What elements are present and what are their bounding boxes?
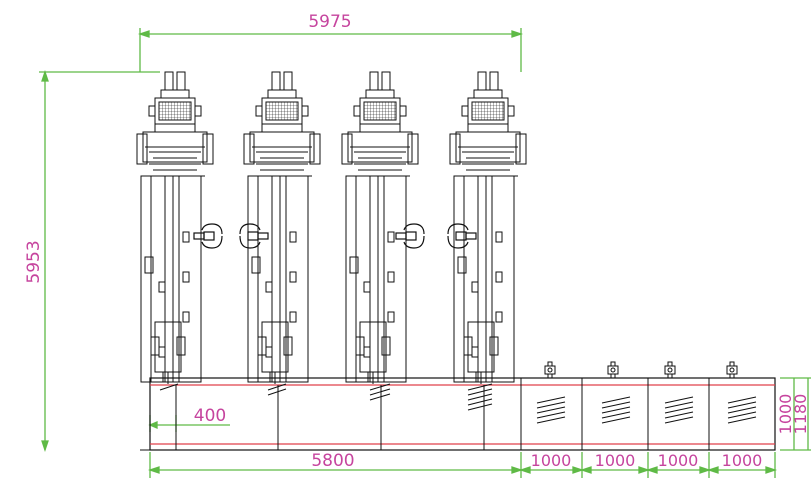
dim-right-outer: 1180: [791, 394, 810, 435]
foundation-base: [140, 377, 776, 451]
dim-bottom-2: 1000: [595, 451, 636, 470]
dim-bottom-1: 1000: [531, 451, 572, 470]
dimension-labels: 5975 5953 400 5800 1000 1000 1000 1000 1…: [24, 12, 810, 471]
dim-top-width: 5975: [308, 12, 351, 32]
column-machine-2: [243, 71, 321, 385]
gripper-3: [395, 223, 425, 249]
dim-bottom-3: 1000: [658, 451, 699, 470]
dim-left-height: 5953: [24, 240, 44, 283]
dim-gap-400: 400: [194, 406, 226, 426]
gripper-4: [447, 223, 477, 249]
gripper-2: [239, 223, 269, 249]
small-unit-row: [544, 361, 738, 379]
small-unit-4: [726, 361, 738, 379]
dim-bottom-main: 5800: [311, 451, 354, 471]
column-machine-3: [341, 71, 419, 385]
column-machine-1: [136, 71, 214, 385]
gripper-1: [193, 223, 223, 249]
dim-bottom-4: 1000: [722, 451, 763, 470]
dimension-lines: [39, 28, 811, 478]
dim-right-inner: 1000: [776, 394, 795, 435]
small-unit-2: [607, 361, 619, 379]
gripper-row: [193, 223, 477, 249]
column-machine-4: [449, 71, 527, 385]
small-unit-3: [664, 361, 676, 379]
small-unit-1: [544, 361, 556, 379]
